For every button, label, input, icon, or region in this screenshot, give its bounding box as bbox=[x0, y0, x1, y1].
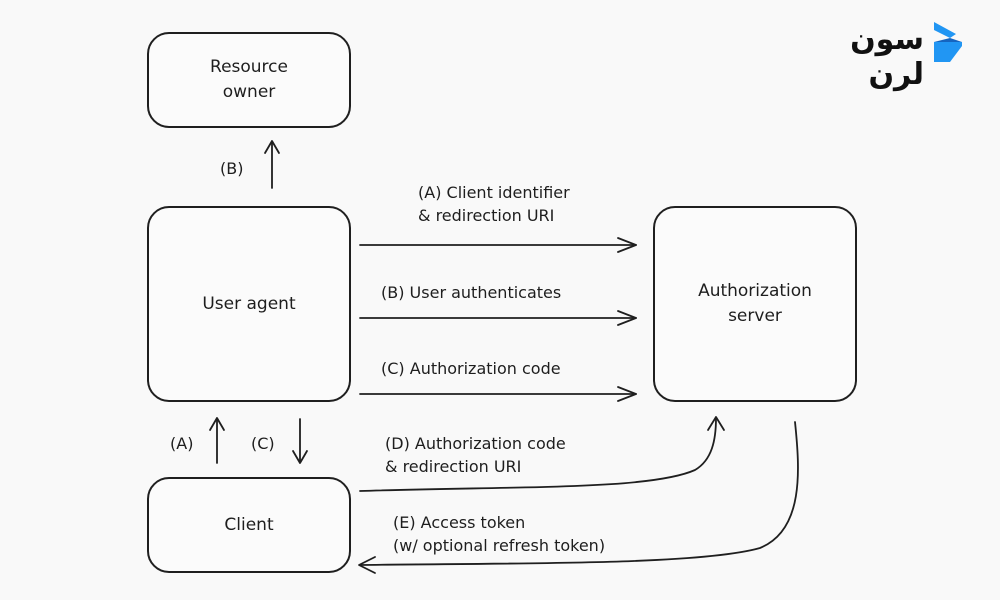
node-user-agent: User agent bbox=[147, 206, 351, 402]
node-authorization-server-line1: Authorization bbox=[698, 281, 812, 302]
edge-label-d-line2: & redirection URI bbox=[385, 457, 522, 477]
brand-chevron-icon bbox=[934, 22, 962, 62]
node-client: Client bbox=[147, 477, 351, 573]
edge-label-a: (A) Client identifier & redirection URI bbox=[418, 181, 570, 227]
brand-logo-text: سون لرن bbox=[850, 22, 924, 92]
edge-label-client-to-ua: (A) bbox=[170, 434, 194, 453]
node-resource-owner-line1: Resource bbox=[210, 57, 288, 78]
edge-label-e-line2: (w/ optional refresh token) bbox=[393, 536, 606, 556]
arrow-ua-to-owner bbox=[264, 140, 280, 189]
edge-label-ua-to-owner: (B) bbox=[220, 159, 244, 178]
node-user-agent-label: User agent bbox=[202, 293, 296, 314]
node-client-label: Client bbox=[224, 514, 274, 535]
edge-label-a-line1: (A) Client identifier bbox=[418, 183, 570, 202]
brand-logo: سون لرن bbox=[790, 18, 970, 92]
arrow-client-to-ua bbox=[209, 417, 225, 464]
edge-label-d-line1: (D) Authorization code bbox=[385, 434, 566, 453]
arrow-d bbox=[359, 416, 725, 492]
arrow-ua-to-client bbox=[292, 418, 308, 464]
arrow-c bbox=[359, 386, 637, 402]
edge-label-e-line1: (E) Access token bbox=[393, 513, 526, 532]
node-resource-owner-line2: owner bbox=[222, 82, 276, 102]
edge-label-b: (B) User authenticates bbox=[381, 283, 562, 302]
node-resource-owner: Resource owner bbox=[147, 32, 351, 128]
node-authorization-server: Authorization server bbox=[653, 206, 857, 402]
edge-label-e: (E) Access token (w/ optional refresh to… bbox=[393, 511, 605, 557]
edge-label-c: (C) Authorization code bbox=[381, 359, 561, 378]
edge-label-d: (D) Authorization code & redirection URI bbox=[385, 432, 566, 478]
arrow-e bbox=[358, 421, 799, 574]
arrow-b bbox=[359, 310, 637, 326]
edge-label-a-line2: & redirection URI bbox=[418, 206, 555, 226]
arrow-a bbox=[359, 237, 637, 253]
node-authorization-server-line2: server bbox=[728, 306, 782, 326]
edge-label-ua-to-client: (C) bbox=[251, 434, 275, 453]
